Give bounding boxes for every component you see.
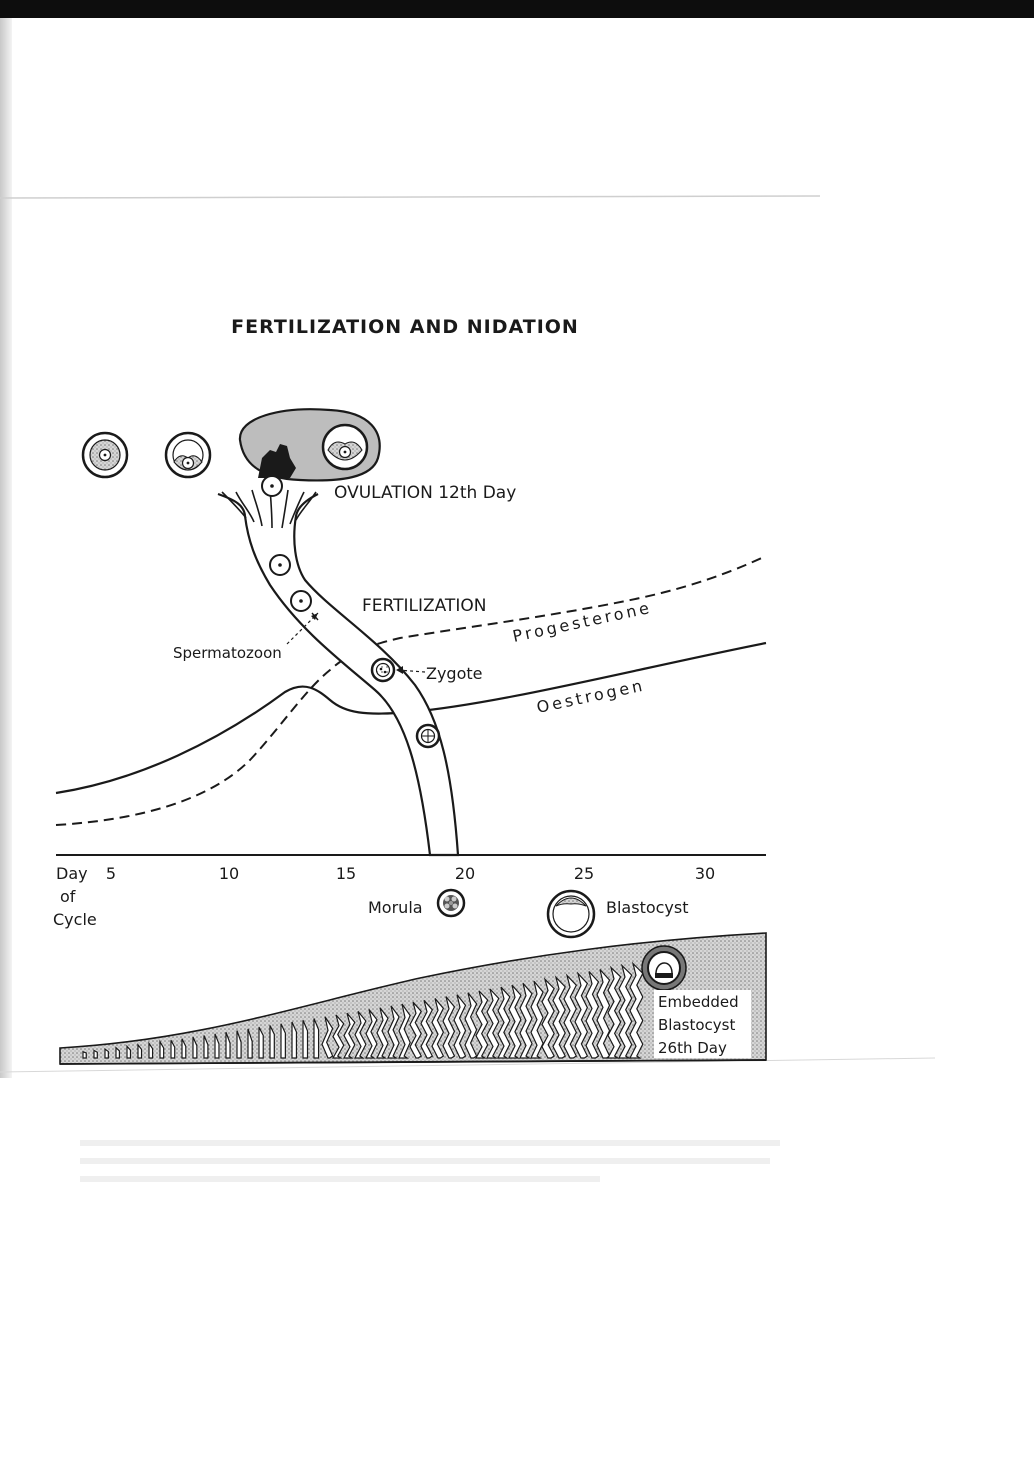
- embedded-blastocyst-icon: [641, 945, 687, 991]
- blastocyst-icon: [546, 889, 596, 939]
- endometrial-gland: [519, 982, 533, 1059]
- axis-label-cycle: Cycle: [53, 910, 97, 929]
- fallopian-tube-icon: [217, 487, 460, 857]
- axis-tick-label: 15: [336, 864, 356, 883]
- embedded-label-line1: Embedded: [658, 993, 739, 1011]
- embedded-label-box: [654, 990, 751, 1058]
- zygote-label: Zygote: [426, 664, 483, 683]
- scan-left-edge: [0, 18, 12, 1078]
- axis-label-of: of: [60, 887, 76, 906]
- zygote-arrowhead: [396, 666, 403, 674]
- endometrial-gland: [225, 1032, 231, 1059]
- ovum-in-tube-icon: [269, 554, 291, 576]
- ovum-fertilizing-icon: [290, 590, 319, 621]
- endometrial-gland: [497, 986, 511, 1059]
- zygote-pointer: [396, 669, 426, 673]
- endometrial-gland: [280, 1023, 286, 1059]
- axis-label-day: Day: [56, 864, 88, 883]
- endometrial-gland: [629, 961, 644, 1059]
- spermatozoon-pointer: [286, 612, 319, 645]
- axis-tick-label: 20: [455, 864, 475, 883]
- page-fold-line-top: [0, 195, 821, 199]
- ovum-icon: [261, 475, 283, 497]
- fertilization-label: FERTILIZATION: [362, 596, 486, 616]
- scan-top-border: [0, 0, 1034, 18]
- axis-tick-label: 25: [574, 864, 594, 883]
- endometrial-gland: [486, 988, 500, 1059]
- endometrial-gland: [453, 994, 467, 1059]
- endometrial-gland: [93, 1049, 98, 1059]
- endometrial-gland: [247, 1028, 253, 1059]
- endometrial-gland: [258, 1026, 264, 1059]
- endometrial-gland: [148, 1041, 154, 1059]
- endometrial-gland: [585, 971, 600, 1059]
- endometrial-gland: [376, 1007, 389, 1059]
- morula-label: Morula: [368, 898, 423, 917]
- endometrial-gland: [563, 973, 578, 1059]
- endometrial-gland: [618, 963, 633, 1059]
- endometrial-gland: [115, 1046, 121, 1059]
- axis-tick-label: 10: [219, 864, 239, 883]
- diagram-title: FERTILIZATION AND NIDATION: [231, 316, 579, 338]
- endometrial-gland: [431, 998, 445, 1059]
- blastocyst-label: Blastocyst: [606, 898, 689, 917]
- endometrial-gland: [137, 1043, 143, 1059]
- morula-icon: [436, 888, 466, 918]
- faint-bleedthrough-text: [80, 1140, 780, 1182]
- endometrial-gland: [409, 1001, 423, 1059]
- endometrial-gland: [170, 1040, 176, 1059]
- endometrial-gland: [442, 996, 456, 1059]
- oestrogen-label: Oestrogen: [535, 675, 647, 716]
- axis-tick-label: 5: [106, 864, 116, 883]
- endometrial-gland: [508, 984, 522, 1059]
- axis-tick-label: 30: [695, 864, 715, 883]
- ovulation-label: OVULATION 12th Day: [334, 483, 516, 503]
- endometrial-gland: [552, 975, 567, 1059]
- ovary-icon: [238, 408, 381, 482]
- endometrial-gland: [203, 1035, 209, 1059]
- endometrial-gland: [291, 1021, 298, 1059]
- endometrial-gland: [365, 1009, 378, 1059]
- endometrial-gland: [236, 1030, 242, 1059]
- page-fold-line-bottom: [0, 1057, 936, 1073]
- endometrial-gland: [464, 992, 478, 1059]
- endometrial-gland: [214, 1033, 220, 1059]
- cleavage-stage-icon: [415, 723, 441, 749]
- endometrial-gland: [159, 1039, 165, 1059]
- oestrogen-curve: [55, 641, 767, 795]
- endometrial-gland: [398, 1003, 411, 1059]
- endometrial-gland: [541, 977, 555, 1059]
- endometrial-gland: [313, 1018, 320, 1059]
- primary-follicle-icon: [81, 431, 129, 479]
- endometrial-gland: [181, 1038, 187, 1059]
- embedded-label-line2: Blastocyst: [658, 1016, 735, 1034]
- endometrium-icon: [59, 932, 767, 1065]
- endometrial-gland: [474, 990, 489, 1059]
- endometrial-gland: [420, 999, 434, 1059]
- endometrial-gland: [331, 1014, 345, 1059]
- endometrial-gland: [607, 965, 622, 1059]
- endometrial-gland: [342, 1012, 356, 1059]
- endometrial-gland: [104, 1047, 109, 1059]
- embedded-label-line3: 26th Day: [658, 1039, 727, 1057]
- endometrial-gland: [82, 1050, 87, 1059]
- endometrial-gland: [530, 980, 544, 1059]
- spermatozoon-arrowhead: [311, 613, 318, 620]
- spermatozoon-label: Spermatozoon: [173, 644, 282, 662]
- endometrial-gland: [126, 1044, 132, 1059]
- zygote-icon: [370, 657, 396, 683]
- endometrial-gland: [387, 1005, 400, 1059]
- progesterone-label: Progesterone: [511, 598, 654, 646]
- endometrial-gland: [574, 971, 589, 1059]
- endometrial-gland: [269, 1025, 275, 1059]
- axis-tick-labels: 5 10 15 20 25 30: [106, 864, 715, 883]
- endometrial-gland: [192, 1036, 198, 1059]
- endometrial-gland: [596, 969, 611, 1059]
- endometrial-gland: [354, 1010, 367, 1059]
- endometrial-gland: [302, 1020, 309, 1059]
- endometrial-gland: [321, 1016, 334, 1059]
- growing-follicle-icon: [164, 431, 212, 479]
